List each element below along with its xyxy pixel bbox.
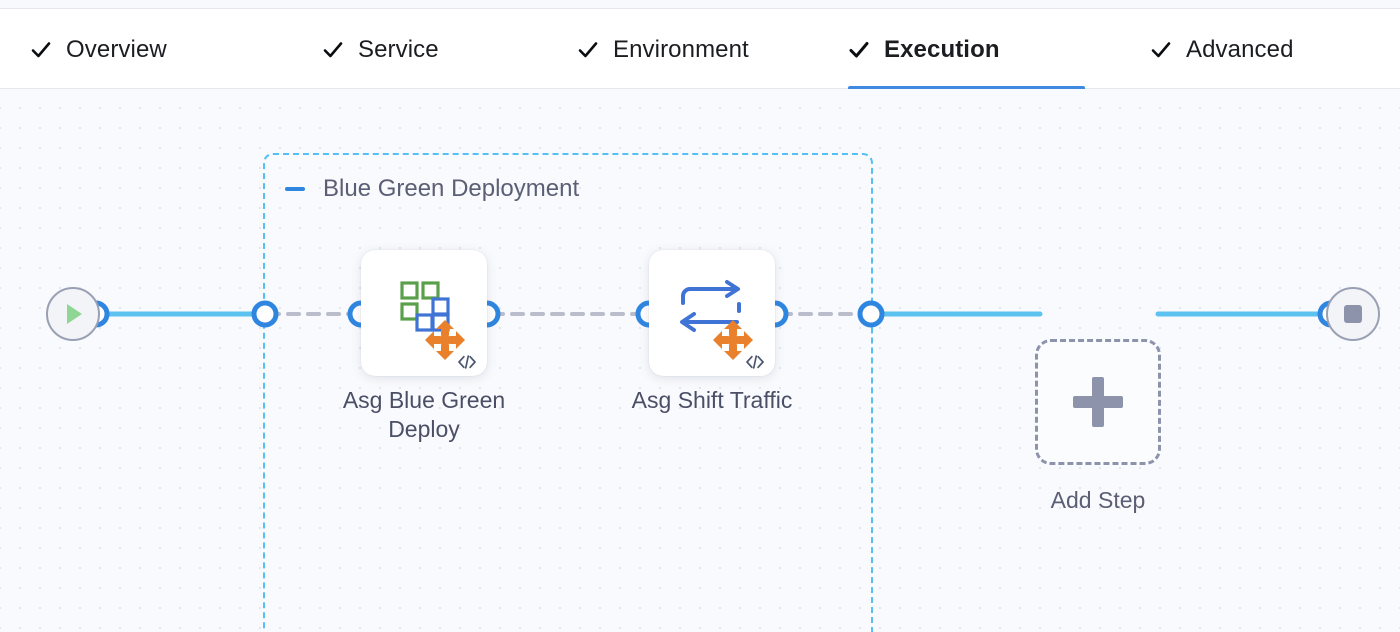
tab-overview[interactable]: Overview bbox=[30, 9, 230, 90]
plus-icon bbox=[1073, 377, 1123, 427]
step-node-asg-blue-green-deploy[interactable]: Asg Blue Green Deploy bbox=[343, 250, 505, 442]
pipeline-start-node[interactable] bbox=[46, 287, 100, 341]
pipeline-end-node[interactable] bbox=[1326, 287, 1380, 341]
add-step-label: Add Step bbox=[1050, 487, 1146, 513]
check-icon bbox=[30, 39, 52, 61]
stop-square-icon bbox=[1344, 305, 1362, 323]
step-card[interactable] bbox=[649, 250, 775, 376]
execution-canvas[interactable]: Blue Green Deployment bbox=[0, 89, 1400, 632]
add-step-button[interactable] bbox=[1035, 339, 1161, 465]
tab-execution[interactable]: Execution bbox=[848, 9, 1085, 91]
stage-tab-bar: Overview Service Environment Execution bbox=[0, 8, 1400, 91]
step-node-label: Asg Shift Traffic bbox=[631, 387, 793, 413]
check-icon bbox=[848, 39, 870, 61]
play-icon bbox=[67, 304, 82, 324]
tab-advanced[interactable]: Advanced bbox=[1150, 9, 1372, 90]
collapse-minus-icon[interactable] bbox=[283, 177, 307, 201]
check-icon bbox=[577, 39, 599, 61]
code-badge-icon bbox=[746, 355, 764, 369]
active-tab-underline bbox=[848, 86, 1085, 91]
step-group-header[interactable]: Blue Green Deployment bbox=[283, 175, 579, 203]
asg-shift-traffic-icon bbox=[680, 280, 753, 360]
step-node-label: Asg Blue Green Deploy bbox=[342, 387, 506, 443]
step-group-title: Blue Green Deployment bbox=[323, 175, 580, 202]
top-strip bbox=[0, 0, 1400, 8]
tab-environment[interactable]: Environment bbox=[577, 9, 812, 90]
tab-label: Advanced bbox=[1186, 35, 1294, 63]
step-group-blue-green-deployment[interactable] bbox=[263, 153, 873, 632]
tab-label: Execution bbox=[884, 35, 1000, 63]
check-icon bbox=[322, 39, 344, 61]
tab-label: Overview bbox=[66, 35, 167, 63]
code-badge-icon bbox=[458, 355, 476, 369]
step-card[interactable] bbox=[361, 250, 487, 376]
check-icon bbox=[1150, 39, 1172, 61]
tab-label: Service bbox=[358, 35, 439, 63]
tab-label: Environment bbox=[613, 35, 749, 63]
tab-service[interactable]: Service bbox=[322, 9, 497, 90]
step-node-asg-shift-traffic[interactable]: Asg Shift Traffic bbox=[632, 250, 792, 413]
asg-blue-green-deploy-icon bbox=[400, 281, 465, 360]
